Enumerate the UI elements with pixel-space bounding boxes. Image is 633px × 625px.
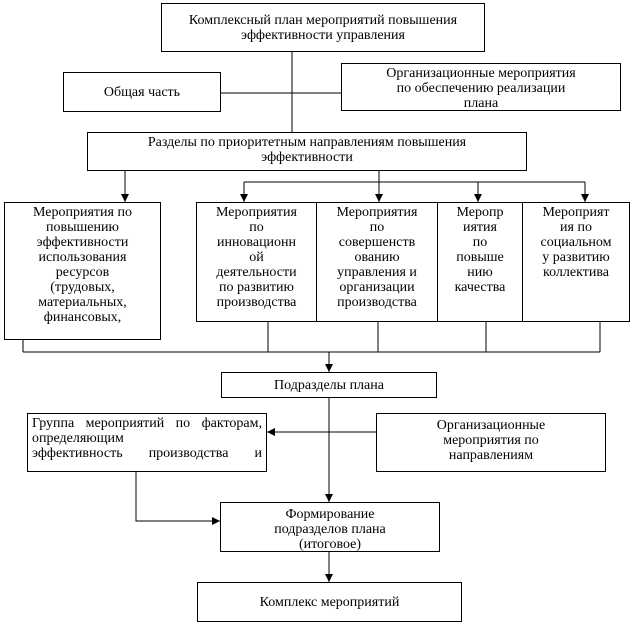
org-directions-label: Организационные мероприятия по направлен… <box>436 418 546 463</box>
plan-label: Комплексный план мероприятий повышения э… <box>188 12 458 43</box>
quality-line-5: нию <box>467 265 493 280</box>
subsections-box: Подразделы плана <box>221 372 437 398</box>
resources-line-3: эффективности <box>36 235 129 250</box>
subsections-label: Подразделы плана <box>274 377 384 393</box>
resources-line-8: финансовых, <box>43 310 122 325</box>
improvement-line-2: по <box>369 220 385 235</box>
org-support-box: Организационные мероприятия по обеспечен… <box>341 63 621 111</box>
sections-box: Разделы по приоритетным направлениям пов… <box>87 132 527 171</box>
resources-line-5: ресурсов <box>55 265 110 280</box>
innovation-line-3: инновационн <box>216 235 297 250</box>
org-support-label: Организационные мероприятия по обеспечен… <box>386 66 576 111</box>
improvement-line-3: совершенств <box>338 235 416 250</box>
social-line-2: ия по <box>560 220 592 235</box>
resources-line-6: (трудовых, <box>50 280 115 295</box>
improvement-line-7: производства <box>337 295 417 310</box>
improvement-line-6: организации <box>339 280 415 295</box>
sections-label: Разделы по приоритетным направлениям пов… <box>147 135 467 165</box>
connector-factor-to-forming <box>135 472 220 525</box>
general-label: Общая часть <box>103 84 181 100</box>
quality-line-4: повыше <box>456 250 504 265</box>
quality-line-6: качества <box>454 280 506 295</box>
social-line-3: социальном <box>540 235 612 250</box>
innovation-line-4: ой <box>249 250 264 265</box>
improvement-line-5: управления и <box>337 265 417 280</box>
quality-line-2: иятия <box>463 220 497 235</box>
innovation-line-1: Мероприятия <box>216 205 297 220</box>
quality-box: Меропр иятия по повыше нию качества <box>437 202 523 322</box>
resources-line-1: Мероприятия по <box>33 205 132 220</box>
innovation-box: Мероприятия по инновационн ой деятельнос… <box>196 202 317 322</box>
quality-line-3: по <box>472 235 488 250</box>
resources-line-4: использования <box>38 250 127 265</box>
social-box: Мероприят ия по социальном у развитию ко… <box>522 202 630 322</box>
improvement-line-1: Мероприятия <box>336 205 418 220</box>
innovation-line-7: производства <box>216 295 297 310</box>
complex-label: Комплекс мероприятий <box>259 594 400 610</box>
org-directions-box: Организационные мероприятия по направлен… <box>376 413 606 472</box>
improvement-line-4: ованию <box>354 250 400 265</box>
innovation-line-6: по развитию <box>219 280 294 295</box>
innovation-line-2: по <box>249 220 264 235</box>
innovation-line-5: деятельности <box>216 265 297 280</box>
forming-box: Формирование подразделов плана (итоговое… <box>220 502 440 552</box>
factor-group-line-2: эффективность производства и <box>32 446 262 461</box>
quality-line-1: Меропр <box>456 205 504 220</box>
forming-label: Формирование подразделов плана (итоговое… <box>274 507 386 552</box>
social-line-5: коллектива <box>543 265 609 280</box>
resources-line-7: материальных, <box>38 295 127 310</box>
factor-group-box: Группа мероприятий по факторам, определя… <box>27 413 267 472</box>
resources-line-2: повышению <box>46 220 119 235</box>
resources-box: Мероприятия по повышению эффективности и… <box>4 202 161 340</box>
social-line-1: Мероприят <box>542 205 610 220</box>
improvement-box: Мероприятия по совершенств ованию управл… <box>316 202 438 322</box>
plan-box: Комплексный план мероприятий повышения э… <box>161 3 485 52</box>
factor-group-line-1: Группа мероприятий по факторам, определя… <box>32 416 262 446</box>
social-line-4: у развитию <box>542 250 610 265</box>
complex-box: Комплекс мероприятий <box>197 582 462 622</box>
general-box: Общая часть <box>63 72 221 112</box>
